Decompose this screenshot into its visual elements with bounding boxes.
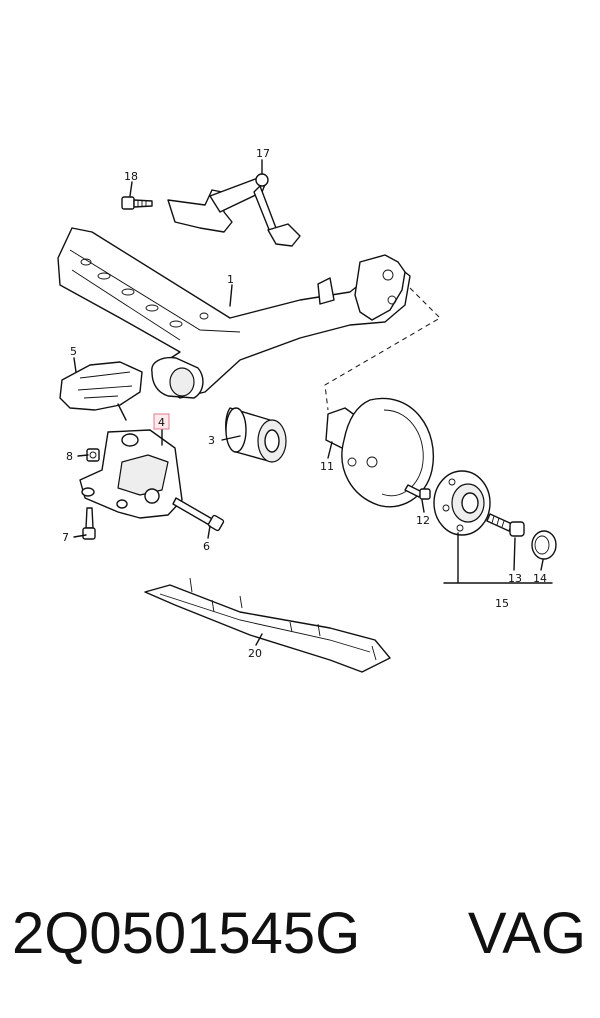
callout-11: 11 (320, 460, 334, 473)
callout-15: 15 (495, 597, 509, 610)
highlight-box (153, 413, 170, 430)
bolt-6 (172, 497, 225, 532)
callout-5: 5 (70, 345, 77, 358)
footer: 2Q0501545G VAG (0, 890, 600, 980)
bearing-bracket (79, 429, 183, 519)
callout-13: 13 (508, 572, 522, 585)
wheel-hub (433, 470, 491, 536)
leader-lines (73, 159, 553, 646)
cap-14 (531, 530, 557, 560)
bolt-12 (404, 484, 431, 500)
brand-name: VAG (467, 901, 586, 966)
callout-12: 12 (416, 514, 430, 527)
bolt-13 (486, 513, 525, 537)
rear-axle-beam (57, 227, 411, 399)
callout-18: 18 (124, 170, 138, 183)
underbody-guard (144, 577, 391, 673)
bolt-18 (121, 196, 153, 210)
bolt-7 (82, 507, 96, 540)
nut-8 (86, 448, 100, 462)
bonded-rubber-bush (225, 407, 287, 463)
brake-backing-plate (341, 397, 434, 508)
callout-1: 1 (227, 273, 234, 286)
callout-17: 17 (256, 147, 270, 160)
callout-7: 7 (62, 531, 69, 544)
callout-3: 3 (208, 434, 215, 447)
callout-8: 8 (66, 450, 73, 463)
callout-6: 6 (203, 540, 210, 553)
callout-4: 4 (158, 416, 165, 429)
exploded-parts-diagram: 1 3 4 5 6 7 8 11 12 13 14 15 17 18 20 (57, 147, 557, 673)
part-number: 2Q0501545G (12, 901, 361, 966)
callout-20: 20 (248, 647, 262, 660)
callout-14: 14 (533, 572, 547, 585)
level-sensor-bracket (167, 173, 301, 247)
assembly-line (324, 287, 441, 411)
bracket-5 (59, 361, 143, 421)
